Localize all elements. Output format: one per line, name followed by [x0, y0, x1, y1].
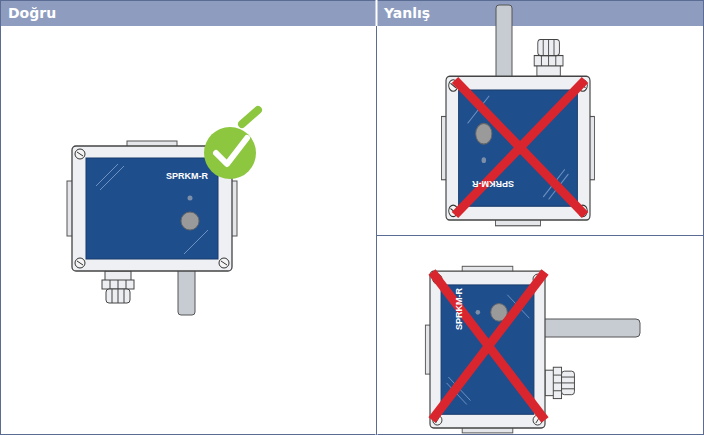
column-header: Doğru — [8, 6, 56, 20]
device-label: SPRKM-R — [455, 288, 464, 330]
device-label: SPRKM-R — [166, 172, 208, 181]
column-header: Yanlış — [384, 6, 430, 20]
device-label: SPRKM-R — [472, 179, 514, 188]
